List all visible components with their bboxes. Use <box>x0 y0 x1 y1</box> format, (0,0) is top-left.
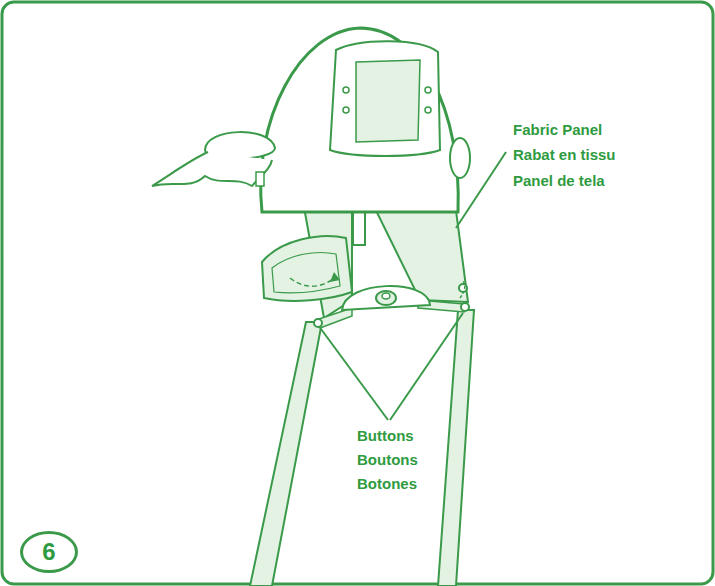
part-label: Fabric Panel <box>513 121 602 139</box>
part-label: Rabat en tissu <box>513 146 616 164</box>
step-number: 6 <box>42 539 55 565</box>
callout-label: Buttons <box>357 427 414 445</box>
callout-label: Boutons <box>357 451 418 469</box>
callout-label: Botones <box>357 475 417 493</box>
part-label: Panel de tela <box>513 172 605 190</box>
step-number-circle: 6 <box>20 531 78 573</box>
